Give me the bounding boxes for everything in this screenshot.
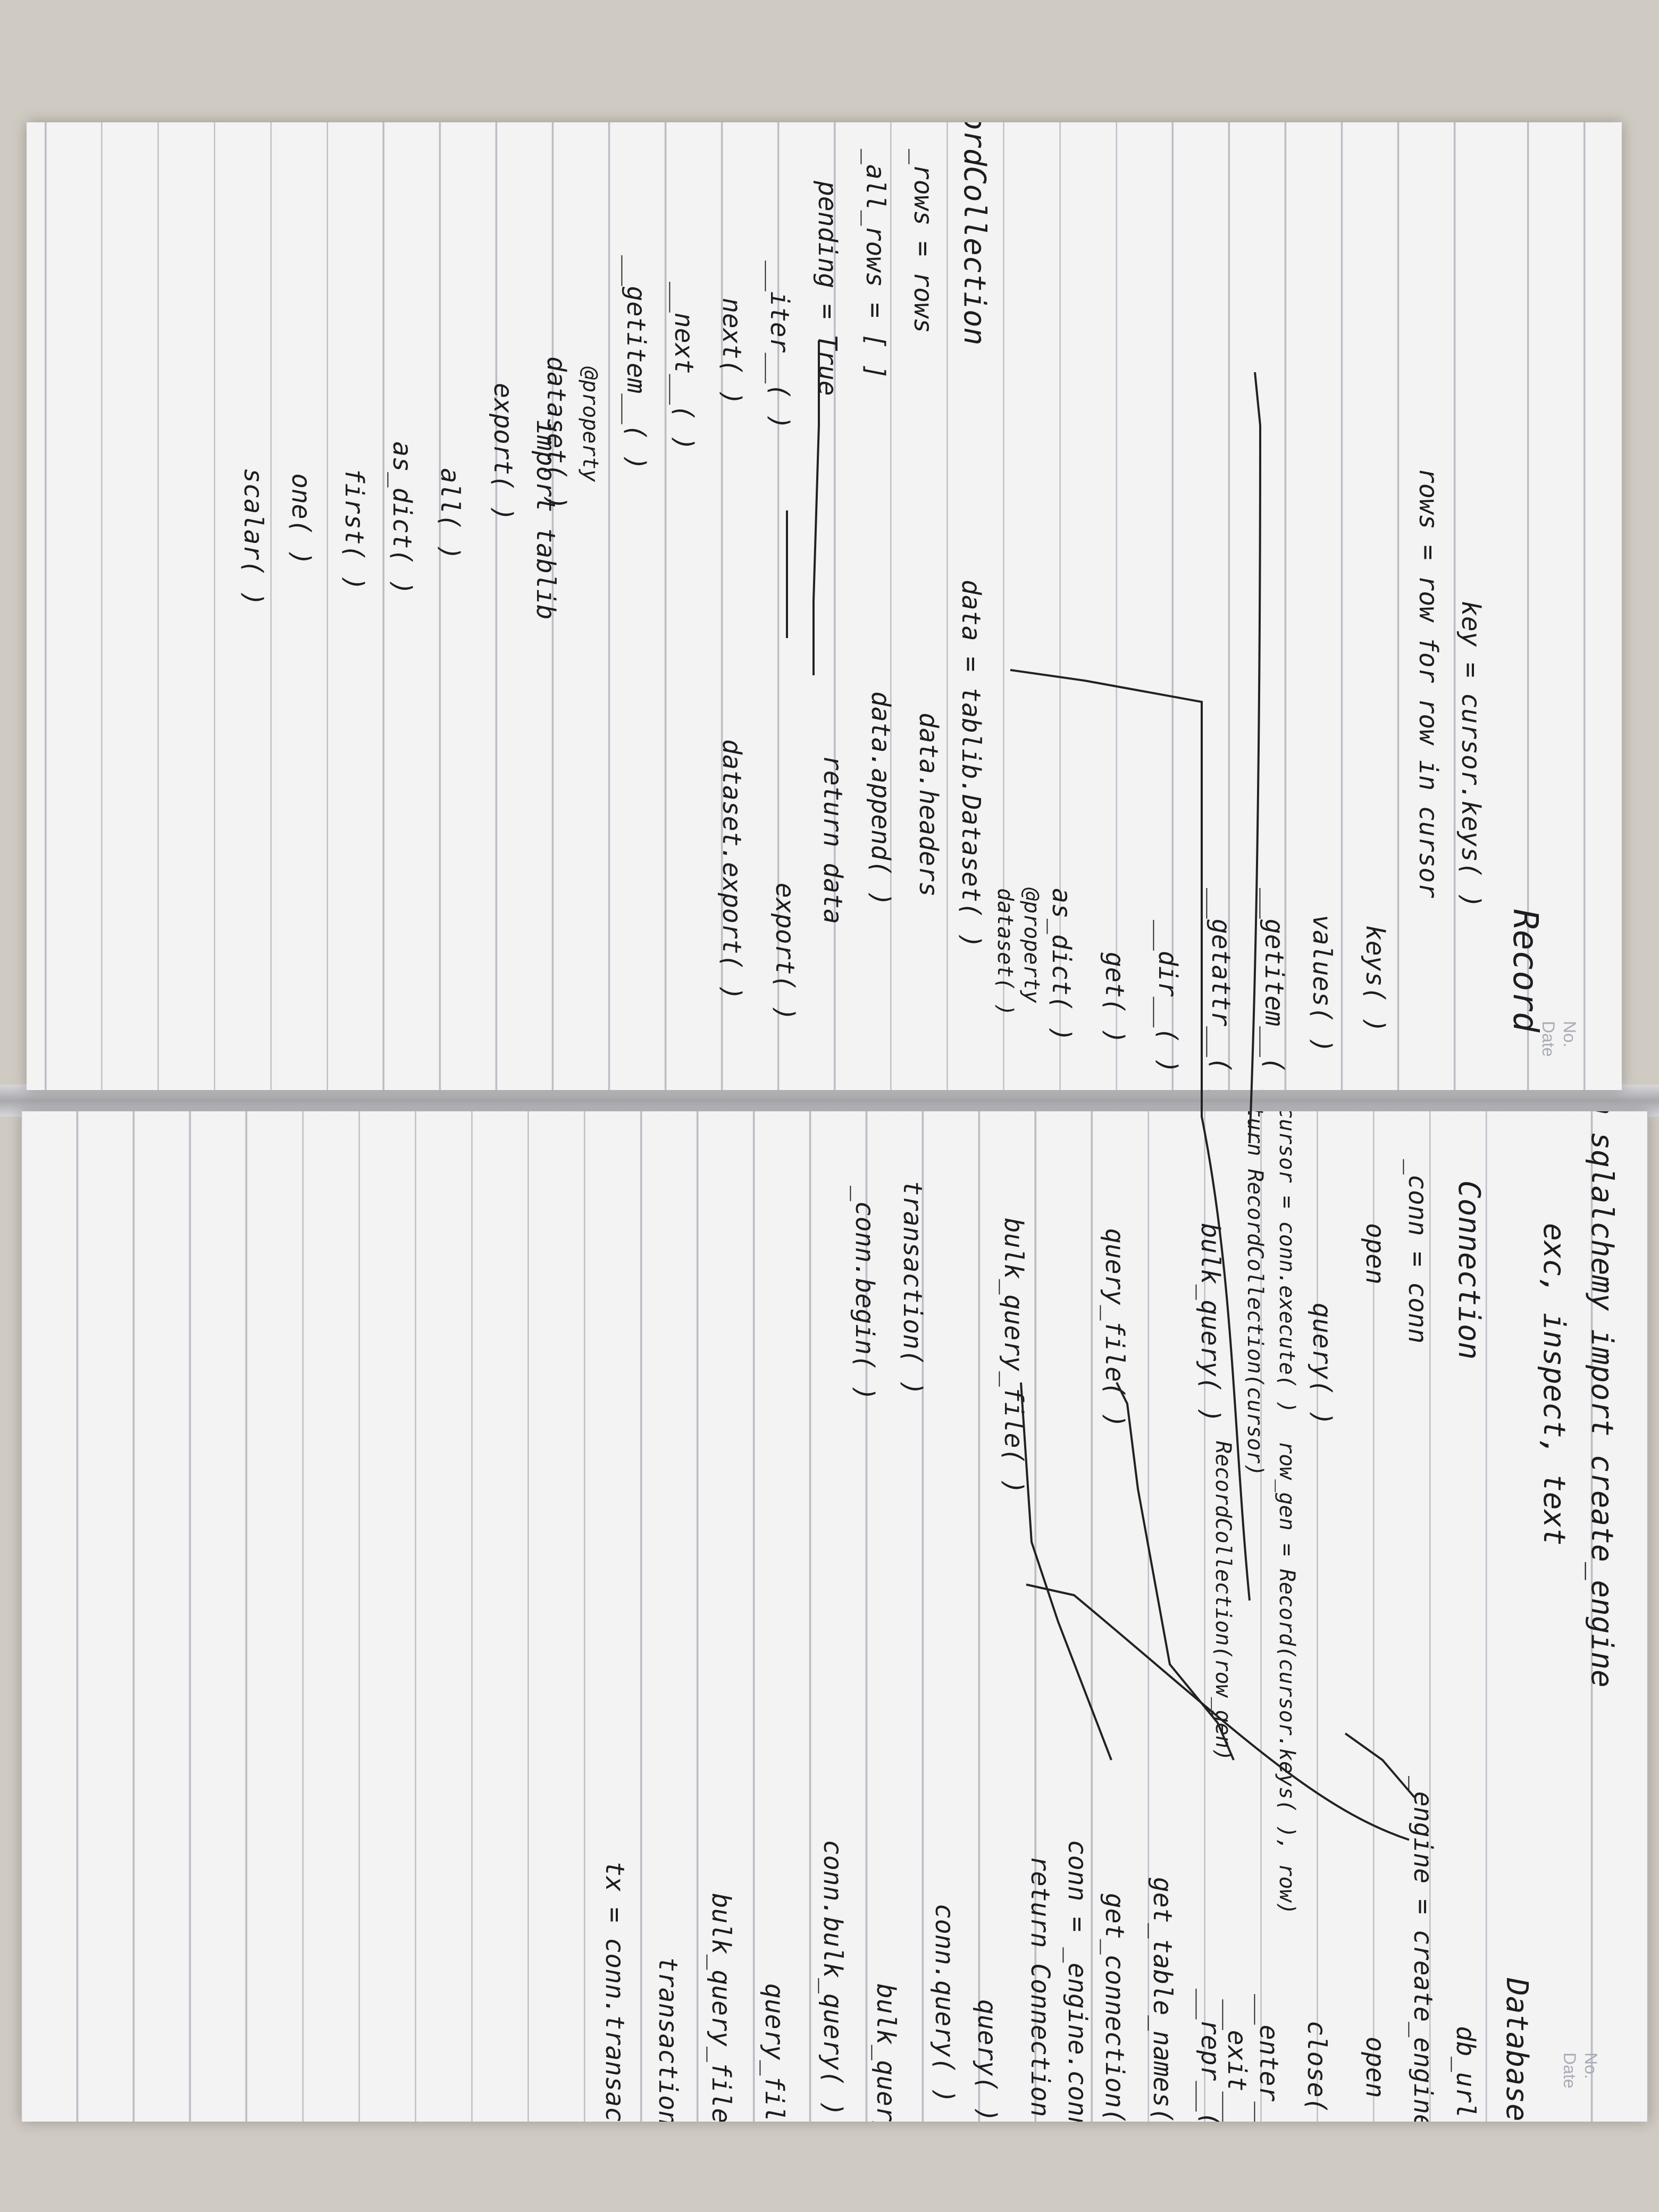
record-line-dataset: dataset( )	[993, 888, 1017, 1016]
right-page: No. Date from sqlalchemy import create_e…	[21, 1111, 1648, 2122]
db-line-repr: __repr__( )	[1195, 1989, 1225, 2122]
rc-line-iter: __iter__( )	[765, 261, 794, 430]
recordcollection-class-title: RecordCollection	[957, 122, 992, 346]
conn-line-conn-begin: _conn.begin( )	[850, 1186, 879, 1401]
db-line-close: close( )	[1302, 2021, 1331, 2122]
rc-line-all-rows: _all_rows = [ ]	[860, 149, 890, 380]
record-line-key: key = cursor.keys( )	[1456, 601, 1486, 908]
db-line-conn-query: conn.query( )	[929, 1904, 959, 2104]
db-line-exit: __exit__( )	[1222, 1999, 1252, 2122]
record-line-getattr: __getattr__( )	[1206, 888, 1236, 1090]
db-line-get-connection: get_connection( )	[1100, 1893, 1129, 2122]
rc-line-property: @property	[578, 367, 602, 482]
db-line-enter: __enter__( )	[1254, 1994, 1284, 2122]
record-line-return-data: return data	[818, 755, 848, 924]
db-line-return-connection: return Connection(conn)	[1025, 1856, 1055, 2122]
right-page-date-label: Date	[1560, 2052, 1579, 2089]
connection-class-title: Connection	[1452, 1180, 1486, 1360]
rc-line-dunder-next: __next__( )	[669, 282, 699, 451]
conn-line-row-gen: row_gen = Record(cursor.keys( ), row)	[1275, 1441, 1299, 1915]
conn-line-open: open	[1360, 1223, 1390, 1285]
left-page-no-label: No.	[1560, 1021, 1579, 1048]
record-line-as-dict: as_dict( )	[1046, 888, 1076, 1042]
rc-line-one: one( )	[286, 473, 316, 566]
conn-line-transaction: transaction( )	[898, 1180, 927, 1396]
rc-line-getitem: __getitem__( )	[621, 255, 651, 471]
record-line-data-tablib: data = tablib.Dataset( )	[956, 580, 986, 949]
rc-line-as-dict: as_dict( )	[387, 441, 417, 595]
db-line-query: query( )	[972, 1999, 1002, 2122]
db-line-db-url: db_url	[1451, 2026, 1480, 2118]
record-line-dataset-export: dataset.export( )	[717, 739, 747, 1001]
db-line-bulk-query-file: bulk_query_file( )	[706, 1893, 736, 2122]
record-line-getitem: __getitem__( )	[1259, 888, 1289, 1090]
db-line-transaction: transaction( )	[653, 1957, 683, 2122]
record-line-values: values( )	[1307, 915, 1337, 1053]
db-line-tx: tx = conn.transaction	[600, 1861, 630, 2122]
import-line-2: exc, inspect, text	[1537, 1223, 1571, 1546]
record-line-get: get( )	[1100, 952, 1129, 1044]
database-class-title: Database	[1499, 1978, 1534, 2122]
record-class-title: Record	[1505, 909, 1545, 1033]
rc-line-export: export( )	[488, 383, 518, 522]
conn-line-bulk-query-file: bulk_query_file( )	[999, 1218, 1028, 1495]
right-page-no-label: No.	[1581, 2052, 1601, 2079]
db-line-query-file: query_file( )	[759, 1983, 789, 2122]
conn-line-bulk-query: bulk_query( )	[1195, 1223, 1225, 1423]
record-line-rows: rows = row for row in cursor	[1413, 468, 1443, 899]
rc-line-dataset: dataset( )	[541, 356, 571, 510]
db-line-open: open	[1360, 2037, 1390, 2098]
conn-line-query: query( )	[1307, 1303, 1337, 1426]
db-line-bulk-query: bulk_query( )	[871, 1983, 901, 2122]
conn-line-return-recordcollection: return RecordCollection(cursor)	[1243, 1111, 1267, 1477]
record-line-dir: __dir__( )	[1153, 920, 1183, 1074]
record-line-keys: keys( )	[1360, 925, 1390, 1033]
conn-line-cursor-execute: cursor = conn.execute( )	[1275, 1111, 1299, 1413]
conn-line-query-file: query_file( )	[1100, 1228, 1129, 1428]
import-line-1: from sqlalchemy import create_engine	[1585, 1111, 1619, 1688]
record-line-property: @property	[1019, 888, 1044, 1003]
conn-line-conn: _conn = conn	[1403, 1159, 1432, 1344]
rc-line-next: next( )	[717, 298, 747, 406]
left-page: No. Date Record key = cursor.keys( ) row…	[27, 122, 1622, 1090]
record-line-data-append: data.append( )	[866, 691, 895, 907]
db-line-conn-bulk-query: conn.bulk_query( )	[818, 1840, 848, 2117]
record-line-data-headers: data.headers	[914, 713, 943, 897]
record-line-export: export( )	[770, 883, 800, 1021]
rc-line-pending: pending = True	[812, 181, 842, 396]
db-line-conn-connect: conn = _engine.connect( )	[1062, 1840, 1092, 2122]
db-line-engine: _engine = create_engine( )	[1408, 1776, 1438, 2122]
rc-line-scalar: scalar( )	[238, 468, 268, 607]
rc-line-rows: _rows = rows	[908, 149, 938, 333]
conn-line-recordcollection-rowgen: RecordCollection(row_gen)	[1211, 1441, 1235, 1762]
db-line-get-table-names: get_table_names( )	[1147, 1877, 1177, 2122]
rc-line-first: first( )	[339, 468, 369, 591]
rc-line-all: all( )	[435, 468, 465, 560]
